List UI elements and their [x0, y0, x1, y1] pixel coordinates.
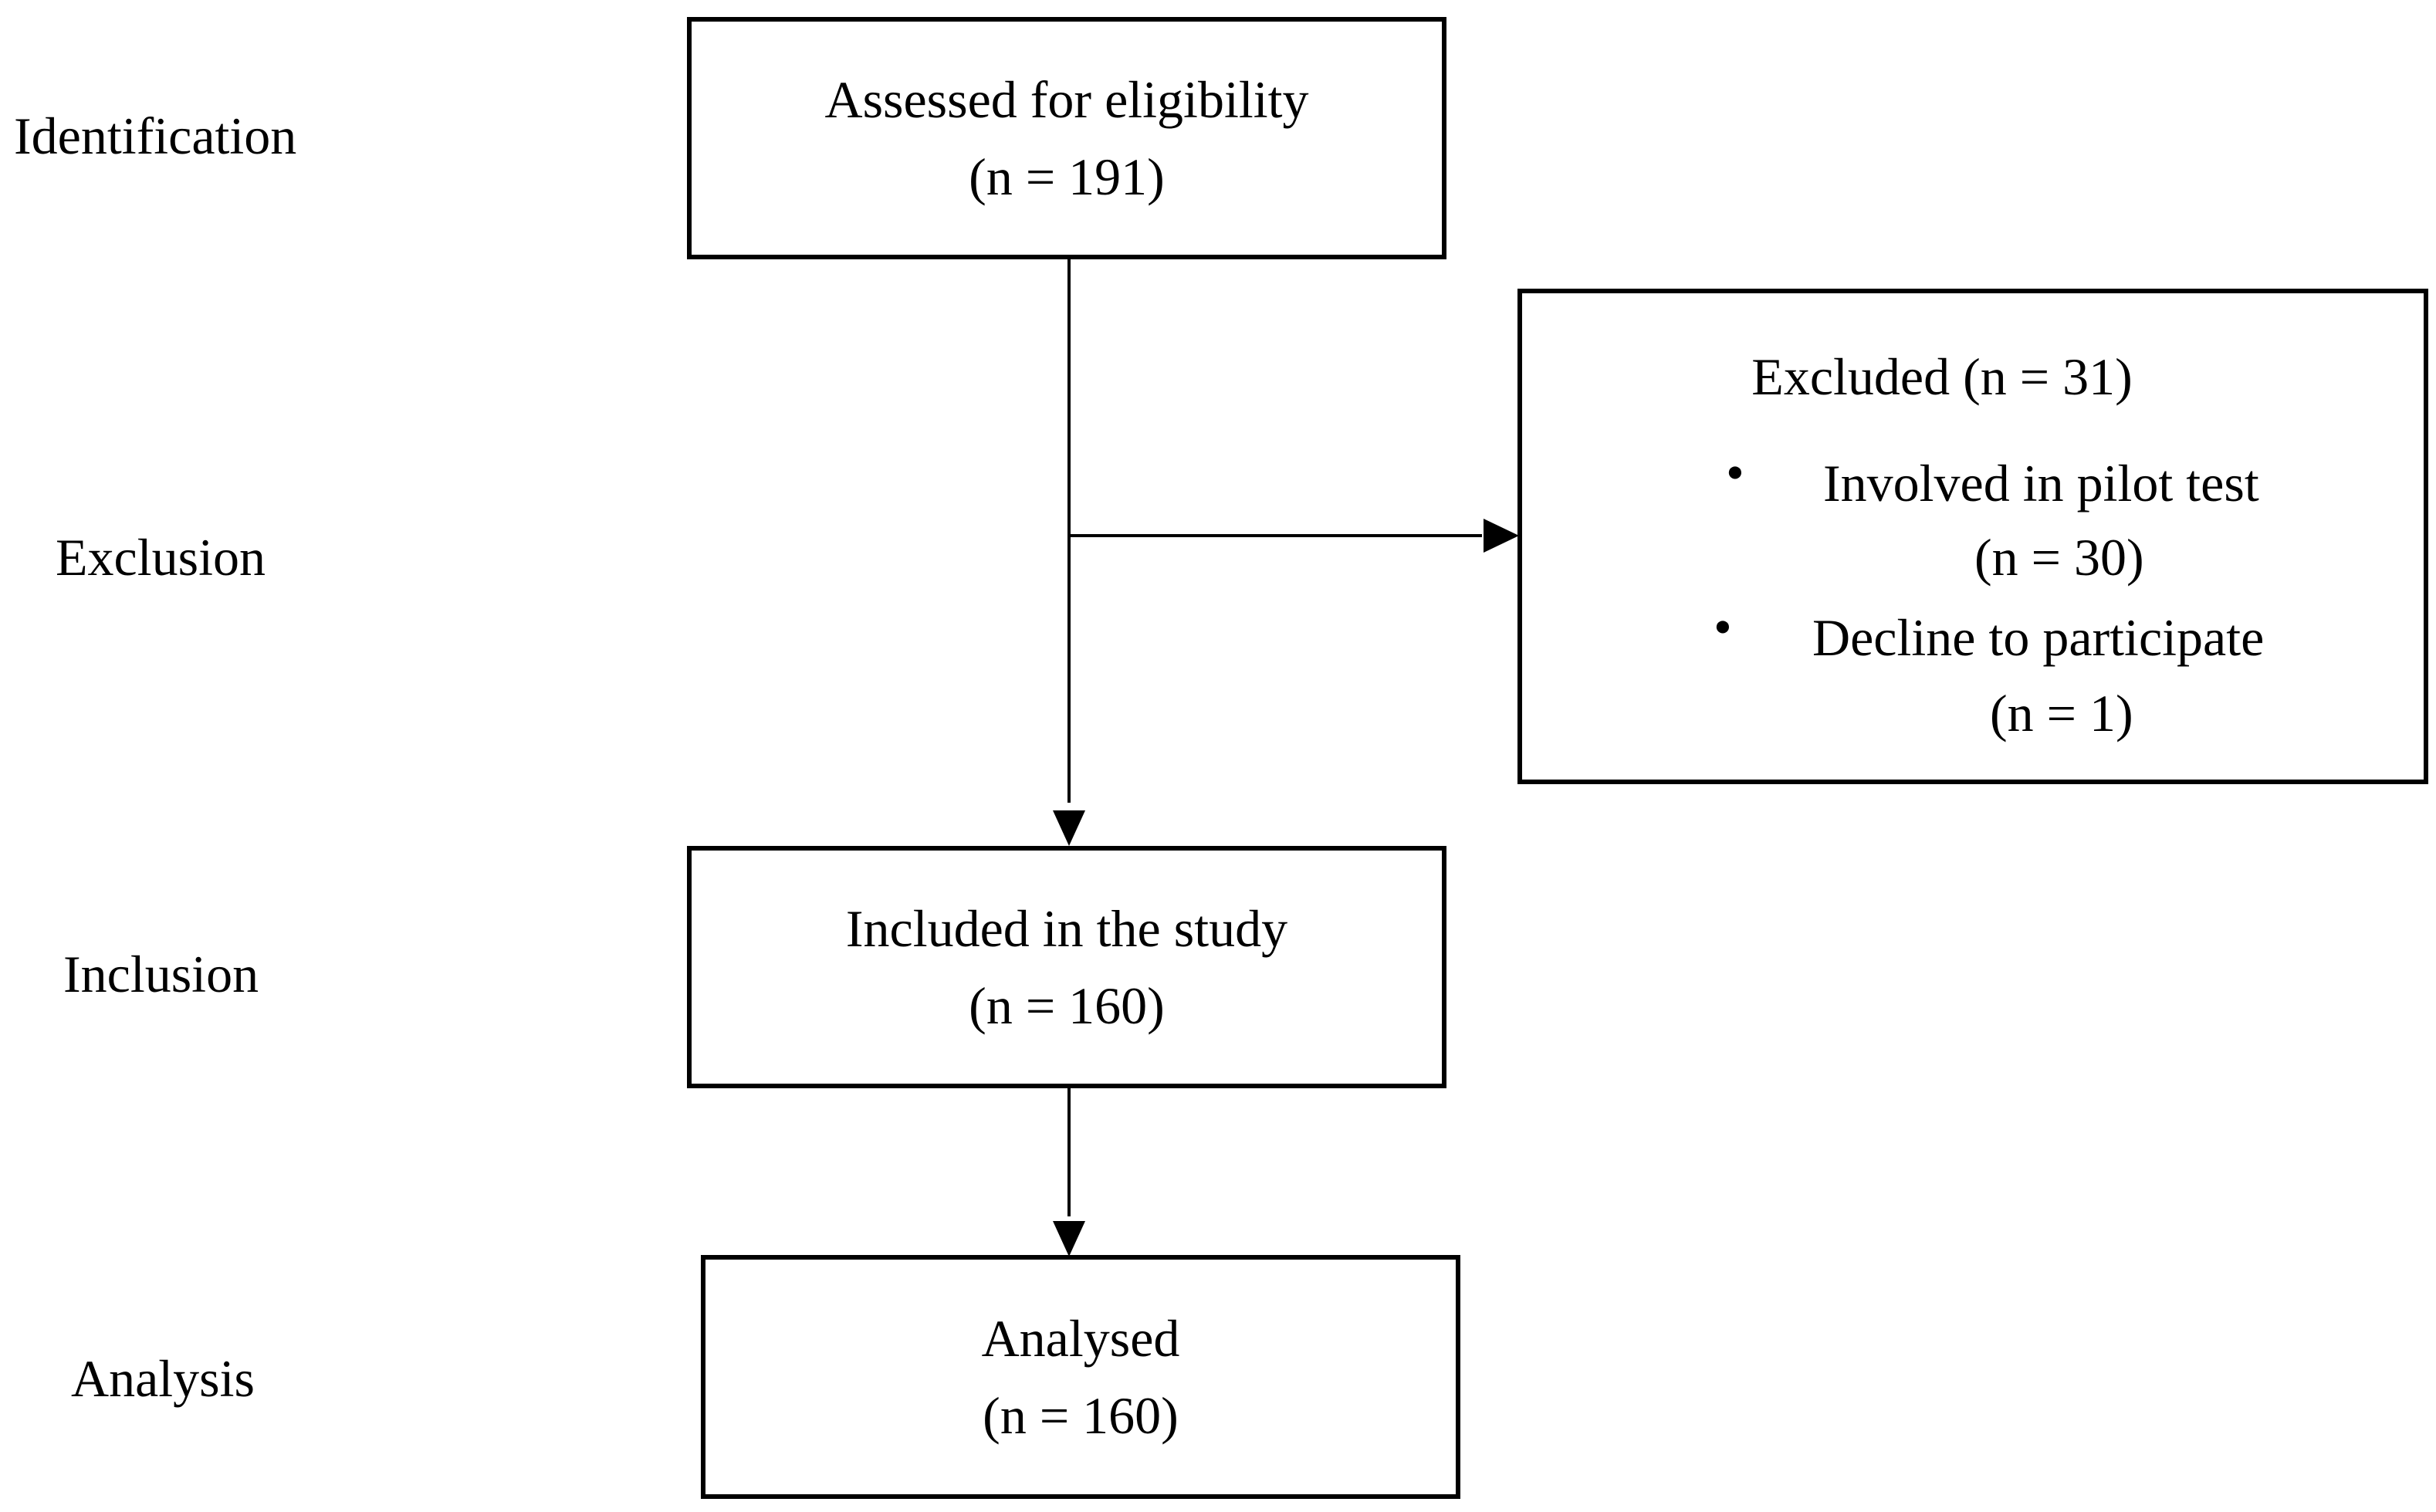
arrowhead-to-included: [1053, 810, 1085, 846]
excluded-reason-2-label: Decline to participate: [1812, 608, 2265, 667]
included-count: (n = 160): [969, 976, 1165, 1035]
excluded-box: Excluded (n = 31) • Involved in pilot te…: [1517, 289, 2428, 784]
excluded-reason-1-count: (n = 30): [1974, 528, 2144, 587]
stage-label-analysis: Analysis: [71, 1349, 255, 1408]
stage-label-inclusion: Inclusion: [63, 945, 259, 1003]
assessed-title: Assessed for eligibility: [824, 70, 1309, 129]
assessed-count: (n = 191): [969, 147, 1165, 206]
bullet-dot-2: •: [1714, 597, 1732, 656]
arrowhead-to-analysed: [1053, 1221, 1085, 1257]
included-box: Included in the study (n = 160): [687, 846, 1446, 1088]
stage-label-exclusion: Exclusion: [56, 528, 266, 587]
included-title: Included in the study: [845, 899, 1288, 958]
bullet-dot-1: •: [1726, 443, 1744, 502]
analysed-title: Analysed: [981, 1309, 1180, 1368]
excluded-reason-2-count: (n = 1): [1990, 684, 2133, 742]
analysed-count: (n = 160): [983, 1386, 1179, 1445]
assessed-box: Assessed for eligibility (n = 191): [687, 17, 1446, 259]
arrowhead-to-excluded: [1484, 519, 1519, 553]
stage-label-identification: Identification: [14, 107, 297, 165]
analysed-box: Analysed (n = 160): [701, 1255, 1460, 1499]
excluded-title: Excluded (n = 31): [1751, 347, 2133, 406]
excluded-reason-1-label: Involved in pilot test: [1823, 454, 2259, 512]
